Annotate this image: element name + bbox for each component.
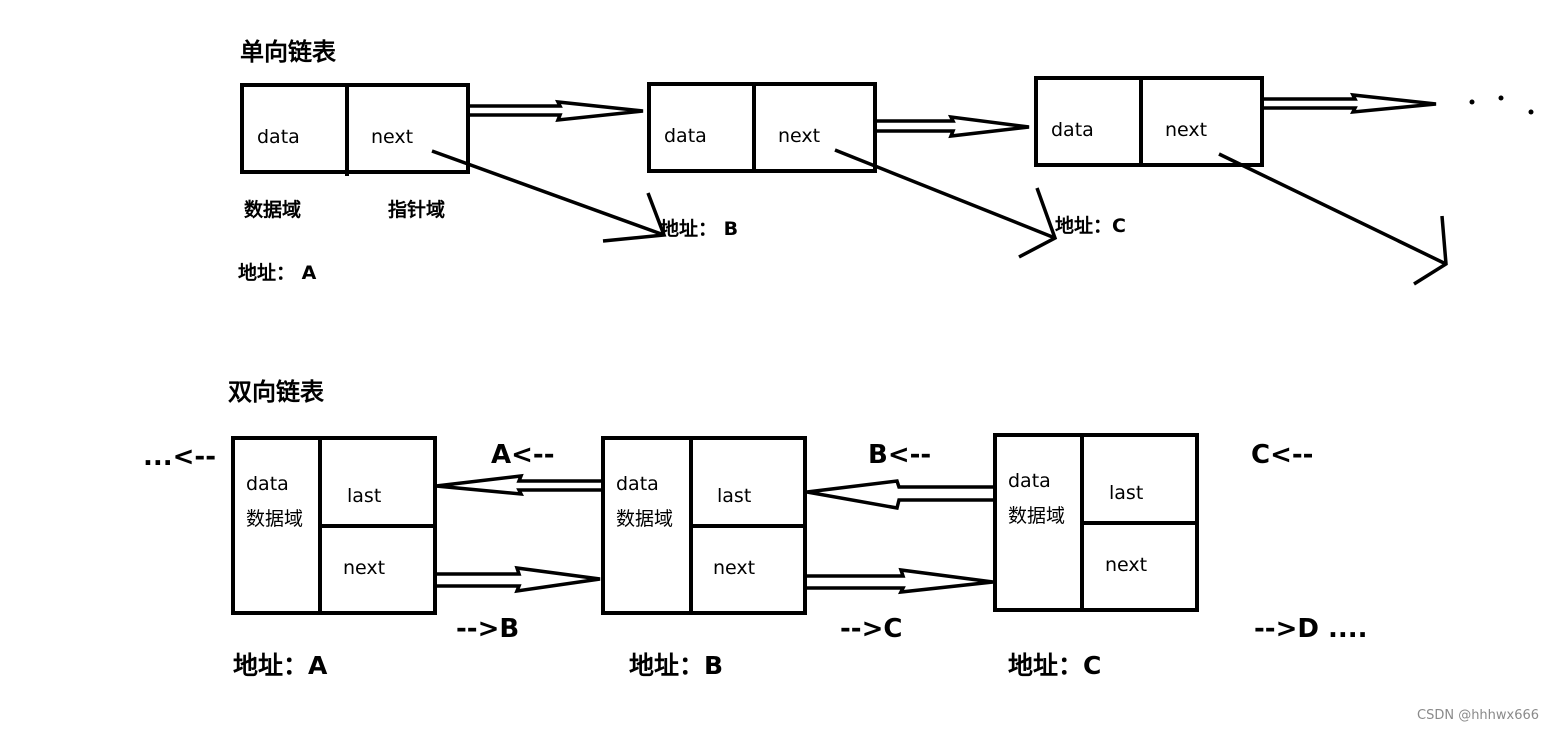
doubly-next-label-d: -->D ....: [1254, 614, 1368, 644]
doubly-node-c-data-domain-label: 数据域: [1008, 505, 1066, 527]
doubly-node-b-data-domain-label: 数据域: [616, 508, 674, 530]
singly-arrow-c-to-more: [1262, 92, 1437, 115]
pointer-domain-label: 指针域: [388, 199, 446, 221]
singly-next-pointer-a-head: [602, 192, 667, 243]
doubly-next-arrow-a-to-b: [435, 565, 601, 594]
singly-node-a-box: [240, 83, 470, 174]
singly-arrow-a-to-b: [468, 99, 644, 123]
singly-node-a-next-label: next: [371, 126, 414, 148]
singly-node-c-box: [1034, 76, 1264, 167]
data-domain-label: 数据域: [244, 199, 302, 221]
doubly-node-a-data-domain-label: 数据域: [246, 508, 304, 530]
doubly-prev-label-a: A<--: [491, 440, 555, 470]
singly-trailing-dots: [1469, 95, 1534, 115]
singly-node-a-data-label: data: [257, 126, 300, 148]
doubly-prev-label-b: B<--: [868, 440, 932, 470]
watermark: CSDN @hhhwx666: [1417, 708, 1540, 723]
singly-address-a: 地址： A: [238, 262, 317, 284]
doubly-node-a-next-label: next: [343, 557, 386, 579]
singly-arrow-b-to-c: [875, 114, 1030, 139]
doubly-address-a: 地址：A: [233, 651, 328, 680]
doubly-node-b-last-label: last: [717, 485, 752, 507]
singly-next-pointer-c-head: [1413, 215, 1448, 286]
singly-next-pointer-c: [1218, 152, 1447, 266]
singly-list-title: 单向链表: [240, 38, 336, 66]
singly-address-c: 地址：C: [1055, 215, 1126, 237]
doubly-last-arrow-b-to-a: [435, 473, 603, 497]
singly-node-b-box: [647, 82, 877, 173]
singly-node-b-next-label: next: [778, 125, 821, 147]
doubly-address-b: 地址：B: [629, 651, 724, 680]
doubly-prev-label-start: ...<--: [143, 442, 216, 472]
doubly-last-arrow-c-to-b: [806, 479, 993, 511]
doubly-node-c-last-label: last: [1109, 482, 1144, 504]
doubly-node-c-next-label: next: [1105, 554, 1148, 576]
doubly-node-a-last-label: last: [347, 485, 382, 507]
doubly-list-title: 双向链表: [228, 378, 324, 406]
doubly-node-b-data-label: data: [616, 473, 659, 495]
singly-node-c-data-label: data: [1051, 119, 1094, 141]
doubly-node-c-data-label: data: [1008, 470, 1051, 492]
doubly-next-label-b: -->B: [456, 614, 520, 644]
singly-node-b-data-label: data: [664, 125, 707, 147]
doubly-address-c: 地址：C: [1008, 651, 1102, 680]
doubly-prev-label-c: C<--: [1251, 440, 1314, 470]
doubly-node-a-data-label: data: [246, 473, 289, 495]
singly-node-c-next-label: next: [1165, 119, 1208, 141]
doubly-next-label-c: -->C: [840, 614, 903, 644]
singly-next-pointer-b: [834, 148, 1056, 240]
singly-next-pointer-a: [431, 149, 665, 237]
doubly-next-arrow-b-to-c: [805, 567, 994, 595]
singly-address-b: 地址： B: [660, 218, 739, 240]
singly-next-pointer-b-head: [1018, 187, 1058, 259]
doubly-node-b-next-label: next: [713, 557, 756, 579]
